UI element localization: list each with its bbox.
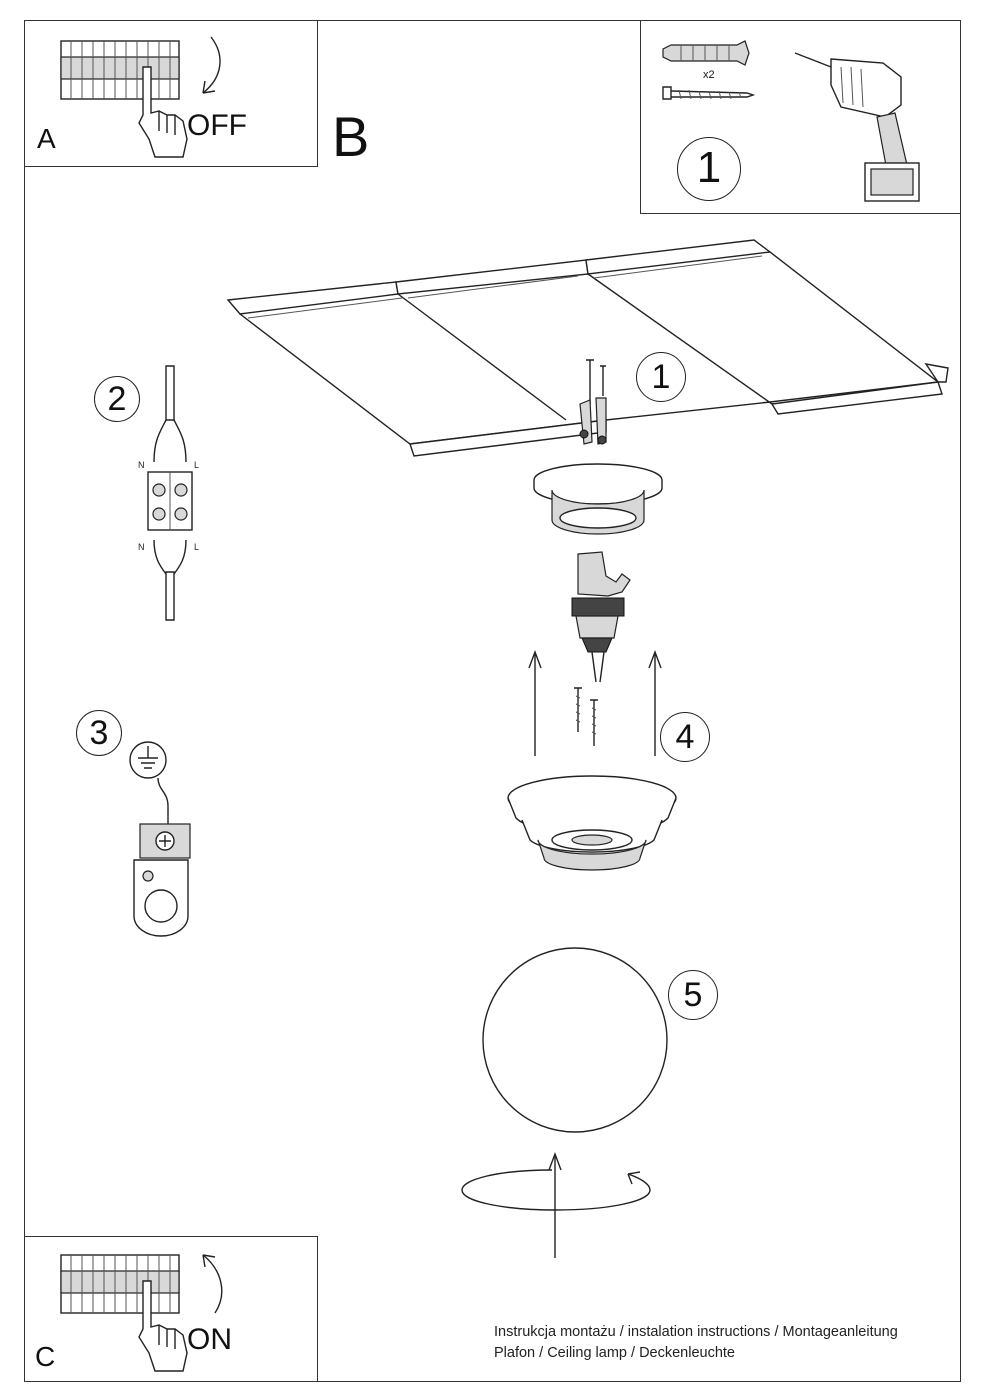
- step-5-label: 5: [683, 976, 703, 1014]
- panel-a-letter: A: [37, 123, 56, 154]
- panel-c-state: ON: [187, 1323, 232, 1356]
- live-bottom-label: L: [194, 542, 199, 552]
- arrow-up-icon: [648, 650, 662, 756]
- lamp-socket-illustration: [571, 551, 631, 683]
- arrow-down-icon: [202, 36, 221, 94]
- wiring-connector-illustration: N L N L: [138, 365, 199, 621]
- page-frame: [24, 20, 961, 1382]
- breaker-hand-icon: [60, 1254, 188, 1372]
- neutral-bottom-label: N: [138, 542, 145, 552]
- ground-terminal-illustration: [133, 777, 191, 937]
- mounting-ring-illustration: [533, 463, 663, 535]
- step-4-badge: 4: [660, 712, 710, 762]
- footer-line-1: Instrukcja montażu / instalation instruc…: [494, 1324, 898, 1340]
- lamp-base-illustration: [507, 775, 677, 871]
- arrow-up-icon: [528, 650, 542, 756]
- tools-step-number: 1: [677, 137, 741, 201]
- drill-icon: [794, 52, 920, 202]
- screws-illustration: [574, 687, 598, 746]
- footer-text: Instrukcja montażu / instalation instruc…: [494, 1322, 898, 1364]
- panel-a-state: OFF: [187, 109, 247, 142]
- live-top-label: L: [194, 460, 199, 470]
- ground-symbol-icon: [129, 741, 167, 779]
- step-2-badge: 2: [94, 376, 140, 422]
- arrow-up-curved-icon: [202, 1254, 223, 1314]
- panel-c-letter: C: [35, 1341, 56, 1372]
- step-3-label: 3: [89, 714, 109, 752]
- glass-globe-illustration: [482, 947, 668, 1133]
- wall-plug-icon: [662, 40, 750, 66]
- anchor-plugs-illustration: [579, 359, 607, 445]
- rotate-arrow-icon: [461, 1169, 651, 1211]
- arrow-up-icon: [548, 1152, 562, 1258]
- ceiling-panels-illustration: [226, 239, 949, 457]
- quantity-label: x2: [703, 69, 715, 81]
- tools-step-label: 1: [696, 143, 722, 192]
- panel-b-letter: B: [332, 105, 370, 168]
- neutral-top-label: N: [138, 460, 145, 470]
- step-4-label: 4: [675, 718, 695, 756]
- step-2-label: 2: [107, 380, 127, 418]
- step-5-badge: 5: [668, 970, 718, 1020]
- breaker-hand-icon: [60, 40, 188, 158]
- footer-line-2: Plafon / Ceiling lamp / Deckenleuchte: [494, 1345, 735, 1361]
- panel-tools: x2 1: [640, 20, 961, 214]
- panel-c: C ON: [24, 1236, 318, 1382]
- step-1-badge: 1: [636, 352, 686, 402]
- panel-a: A OFF: [24, 20, 318, 167]
- step-3-badge: 3: [76, 710, 122, 756]
- step-1-label: 1: [651, 358, 671, 396]
- screw-icon: [662, 86, 756, 100]
